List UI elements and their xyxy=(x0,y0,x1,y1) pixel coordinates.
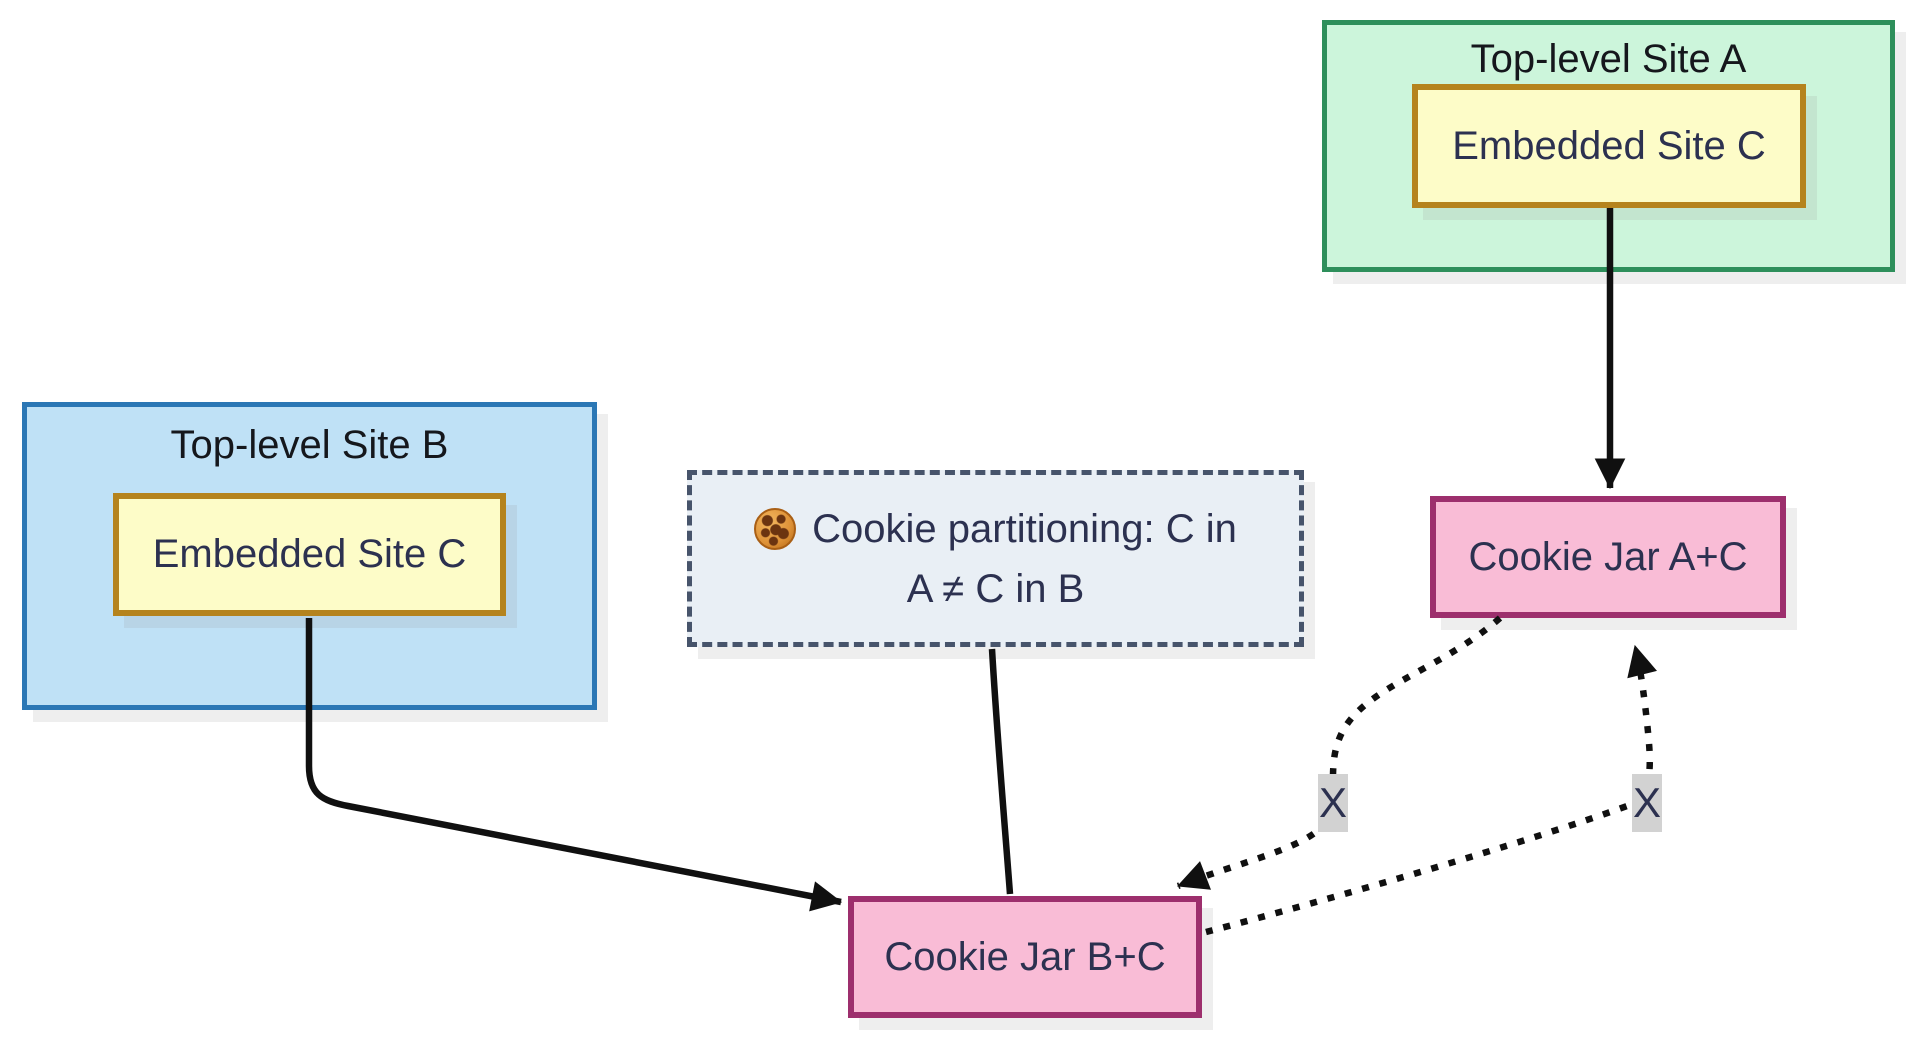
node-label: Cookie Jar A+C xyxy=(1468,534,1748,579)
edge-jar-bc-to-jar-ac-blocked xyxy=(1205,644,1657,936)
edge-label-x-1: X xyxy=(1318,774,1348,832)
node-label: Embedded Site C xyxy=(152,532,467,576)
node-cookie-jar-ac: Cookie Jar A+C xyxy=(1430,496,1786,618)
node-cookie-jar-bc: Cookie Jar B+C xyxy=(848,896,1202,1018)
node-embedded-site-c-in-b: Embedded Site C xyxy=(113,493,506,616)
group-site-a: Top-level Site A Embedded Site C xyxy=(1322,20,1895,272)
group-title-site-a: Top-level Site A xyxy=(1470,37,1747,81)
edge-label-x-2: X xyxy=(1632,774,1662,832)
node-label: Cookie Jar B+C xyxy=(884,934,1166,979)
group-title-site-b: Top-level Site B xyxy=(170,423,449,467)
note-line-2: A ≠ C in B xyxy=(907,559,1085,619)
group-site-b: Top-level Site B Embedded Site C xyxy=(22,402,597,710)
node-label: Embedded Site C xyxy=(1452,123,1766,168)
note-text-2: A ≠ C in B xyxy=(906,566,1085,611)
note-cookie-partitioning: Cookie partitioning: C in A ≠ C in B xyxy=(687,470,1304,647)
note-line-1: Cookie partitioning: C in xyxy=(754,499,1237,559)
edge-note-to-jar-bc xyxy=(988,648,1014,895)
node-embedded-site-c-in-a: Embedded Site C xyxy=(1412,84,1806,208)
cookie-icon xyxy=(754,507,797,550)
edge-jar-ac-to-jar-bc-blocked xyxy=(1176,615,1503,890)
note-text-1: Cookie partitioning: C in xyxy=(812,506,1237,551)
